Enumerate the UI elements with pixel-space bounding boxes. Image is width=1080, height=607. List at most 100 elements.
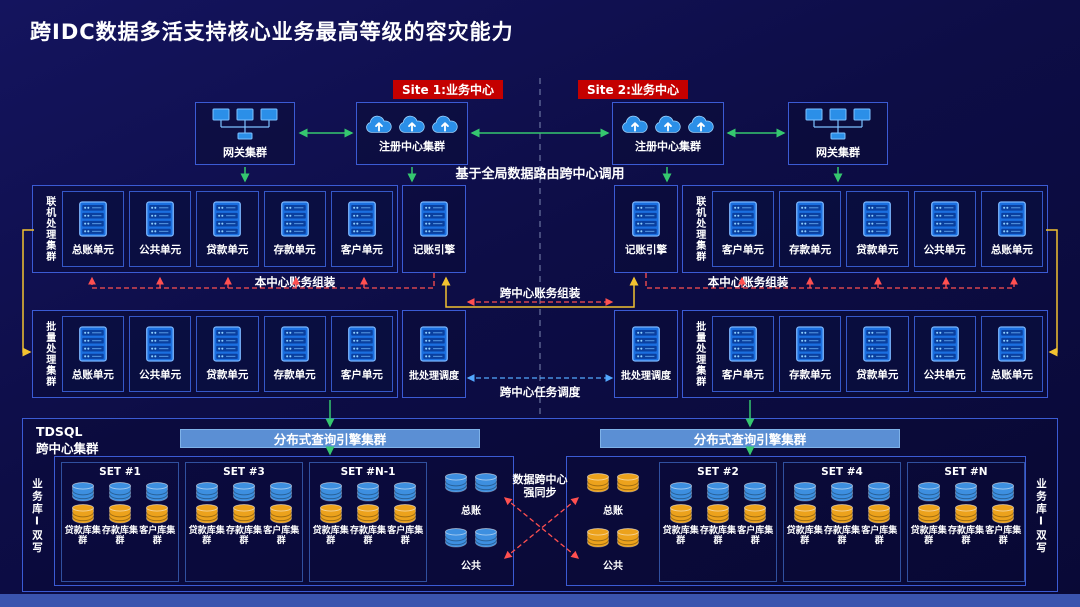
unit-label: 公共单元	[923, 369, 966, 381]
db-label: 客户库集群	[263, 526, 300, 547]
page-title: 跨IDC数据多活支持核心业务最高等级的容灾能力	[30, 20, 514, 44]
server-icon	[796, 326, 824, 362]
unit-box: 客户单元	[711, 191, 774, 267]
online-left-vertical-label: 联机处理集群	[43, 196, 55, 262]
unit-box: 总账单元	[61, 191, 124, 267]
unit-box: 客户单元	[330, 191, 393, 267]
db-column: 存款库集群	[102, 481, 139, 579]
db-column: 贷款库集群	[910, 481, 947, 579]
server-icon	[348, 326, 376, 362]
unit-box: 贷款单元	[846, 316, 909, 392]
db-label: 贷款库集群	[662, 526, 699, 547]
unit-box: 总账单元	[980, 316, 1043, 392]
assembly-right-caption: 本中心账务组装	[707, 275, 789, 289]
registry-left-label: 注册中心集群	[379, 140, 445, 153]
server-icon	[931, 201, 959, 237]
db-label: 贷款库集群	[312, 526, 349, 547]
database-icon	[194, 503, 220, 524]
batch-scheduler-right: 批处理调度	[614, 310, 678, 398]
unit-label: 客户单元	[340, 244, 383, 256]
ledger-label: 总账	[461, 506, 481, 518]
database-icon	[318, 481, 344, 502]
database-icon	[705, 503, 731, 524]
set-group: SET #N-1 贷款库集群 存款库集群 客户库集群	[309, 462, 427, 582]
batch-left-vertical-label: 批量处理集群	[43, 321, 55, 387]
network-icon	[801, 107, 875, 141]
site1-badge: Site 1:业务中心	[393, 80, 503, 99]
unit-label: 存款单元	[273, 244, 316, 256]
engine-right-label: 记账引擎	[625, 244, 667, 256]
server-icon	[863, 326, 891, 362]
set-group: SET #1 贷款库集群 存款库集群 客户库集群	[61, 462, 179, 582]
database-icon	[742, 481, 768, 502]
set-container-right: 总账 公共 SET #2 贷款库集群 存款库集群	[566, 456, 1026, 586]
unit-label: 存款单元	[789, 369, 832, 381]
set-name: SET #3	[223, 466, 265, 478]
db-column: 贷款库集群	[786, 481, 823, 579]
database-icon	[668, 503, 694, 524]
database-icon	[792, 503, 818, 524]
db-label: 客户库集群	[861, 526, 898, 547]
cloud-icons	[620, 113, 716, 135]
db-column: 存款库集群	[226, 481, 263, 579]
database-icon	[990, 503, 1016, 524]
unit-box: 贷款单元	[846, 191, 909, 267]
online-cluster-right: 联机处理集群 客户单元 存款单元 贷款单元 公共单元 总账单元	[682, 185, 1048, 273]
db-row	[443, 527, 499, 548]
database-icon	[107, 503, 133, 524]
scheduler-right-label: 批处理调度	[621, 371, 671, 382]
unit-box: 公共单元	[913, 316, 976, 392]
set-container-left: SET #1 贷款库集群 存款库集群 客户库集群	[54, 456, 514, 586]
unit-box: 贷款单元	[196, 316, 259, 392]
cloud-upload-icon	[653, 113, 683, 135]
set-name: SET #4	[821, 466, 863, 478]
db-label: 存款库集群	[349, 526, 386, 547]
database-icon	[70, 503, 96, 524]
database-icon	[742, 503, 768, 524]
server-icon	[146, 201, 174, 237]
dual-write-right-label: 业务库I双写	[1035, 478, 1047, 555]
unit-box: 贷款单元	[196, 191, 259, 267]
set-group: SET #2 贷款库集群 存款库集群 客户库集群	[659, 462, 777, 582]
tdsql-label: TDSQL 跨中心集群	[36, 424, 99, 458]
registry-cluster-left: 注册中心集群	[356, 102, 468, 165]
db-row	[585, 527, 641, 548]
database-icon	[443, 527, 469, 548]
database-icon	[355, 503, 381, 524]
batch-right-vertical-label: 批量处理集群	[693, 321, 705, 387]
unit-box: 客户单元	[330, 316, 393, 392]
server-icon	[632, 326, 660, 362]
unit-label: 总账单元	[71, 244, 114, 256]
db-label: 贷款库集群	[910, 526, 947, 547]
db-column: 客户库集群	[737, 481, 774, 579]
cloud-upload-icon	[430, 113, 460, 135]
unit-box: 存款单元	[779, 191, 842, 267]
db-label: 客户库集群	[387, 526, 424, 547]
sync-caption: 数据跨中心强同步	[512, 473, 568, 499]
db-column: 存款库集群	[824, 481, 861, 579]
unit-box: 公共单元	[913, 191, 976, 267]
database-icon	[916, 481, 942, 502]
db-label: 存款库集群	[823, 526, 860, 547]
task-caption: 跨中心任务调度	[499, 385, 581, 399]
database-icon	[585, 527, 611, 548]
unit-box: 客户单元	[711, 316, 774, 392]
set-group: SET #4 贷款库集群 存款库集群 客户库集群	[783, 462, 901, 582]
database-icon	[268, 503, 294, 524]
db-column: 存款库集群	[350, 481, 387, 579]
public-label: 公共	[461, 561, 481, 573]
database-icon	[953, 503, 979, 524]
server-icon	[146, 326, 174, 362]
tdsql-label-line2: 跨中心集群	[36, 440, 99, 456]
ledger-column-left: 总账 公共	[433, 462, 509, 582]
database-icon	[194, 481, 220, 502]
unit-label: 客户单元	[721, 244, 764, 256]
database-icon	[829, 503, 855, 524]
cloud-icons	[364, 113, 460, 135]
cloud-upload-icon	[364, 113, 394, 135]
query-engine-bar-right: 分布式查询引擎集群	[600, 429, 900, 448]
dual-write-left-label: 业务库I双写	[31, 478, 43, 555]
set-group: SET #N 贷款库集群 存款库集群 客户库集群	[907, 462, 1025, 582]
network-icon	[208, 107, 282, 141]
